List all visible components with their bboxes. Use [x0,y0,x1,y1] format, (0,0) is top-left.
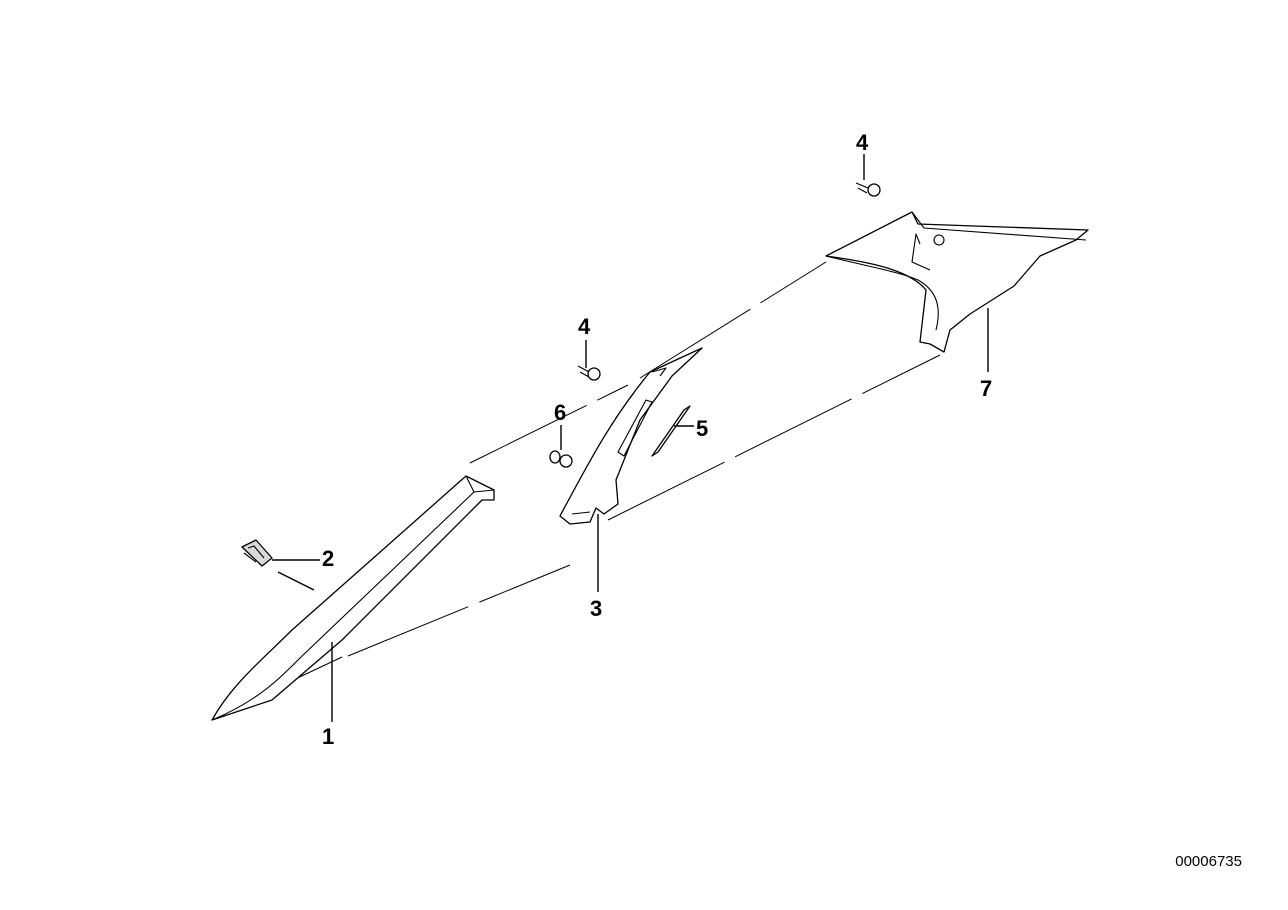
b-pillar-trim-slot [617,399,653,457]
callout-7: 7 [980,376,992,401]
seal-strip [651,405,691,457]
grommet-left [549,450,561,464]
assembly-line-lower [271,354,941,691]
callout-6: 6 [554,400,566,425]
callout-5: 5 [696,416,708,441]
callout-4-middle: 4 [578,314,591,339]
leader-lines [272,154,989,722]
c-pillar-trim-hole [933,234,945,246]
screw-upper-head [867,183,881,197]
callout-3: 3 [590,596,602,621]
screw-middle-head [587,367,601,381]
assembly-line-upper [469,261,827,464]
seal-strip-body [651,405,691,457]
a-pillar-trim [211,475,495,721]
b-pillar-trim-body [559,347,703,525]
leader-2b [277,571,315,591]
clip-body [241,539,273,567]
clip-detail [243,545,265,563]
callouts: 1 2 3 4 4 5 6 7 [322,130,992,749]
callout-2: 2 [322,546,334,571]
c-pillar-trim [825,211,1089,353]
clip-part [241,539,273,567]
screw-upper-shank [855,182,869,194]
grommet [549,450,573,468]
screw-middle [577,365,601,381]
callout-4-upper: 4 [856,130,869,155]
c-pillar-trim-body [825,211,1089,353]
a-pillar-trim-body [211,475,495,721]
screw-middle-shank [577,365,590,378]
screw-upper [855,182,881,197]
c-pillar-trim-edge [825,211,1087,331]
document-number: 00006735 [1175,853,1242,870]
grommet-right [559,454,573,468]
b-pillar-trim [559,347,703,525]
callout-1: 1 [322,724,334,749]
a-pillar-trim-edge [211,475,495,721]
b-pillar-trim-edge [571,367,667,515]
